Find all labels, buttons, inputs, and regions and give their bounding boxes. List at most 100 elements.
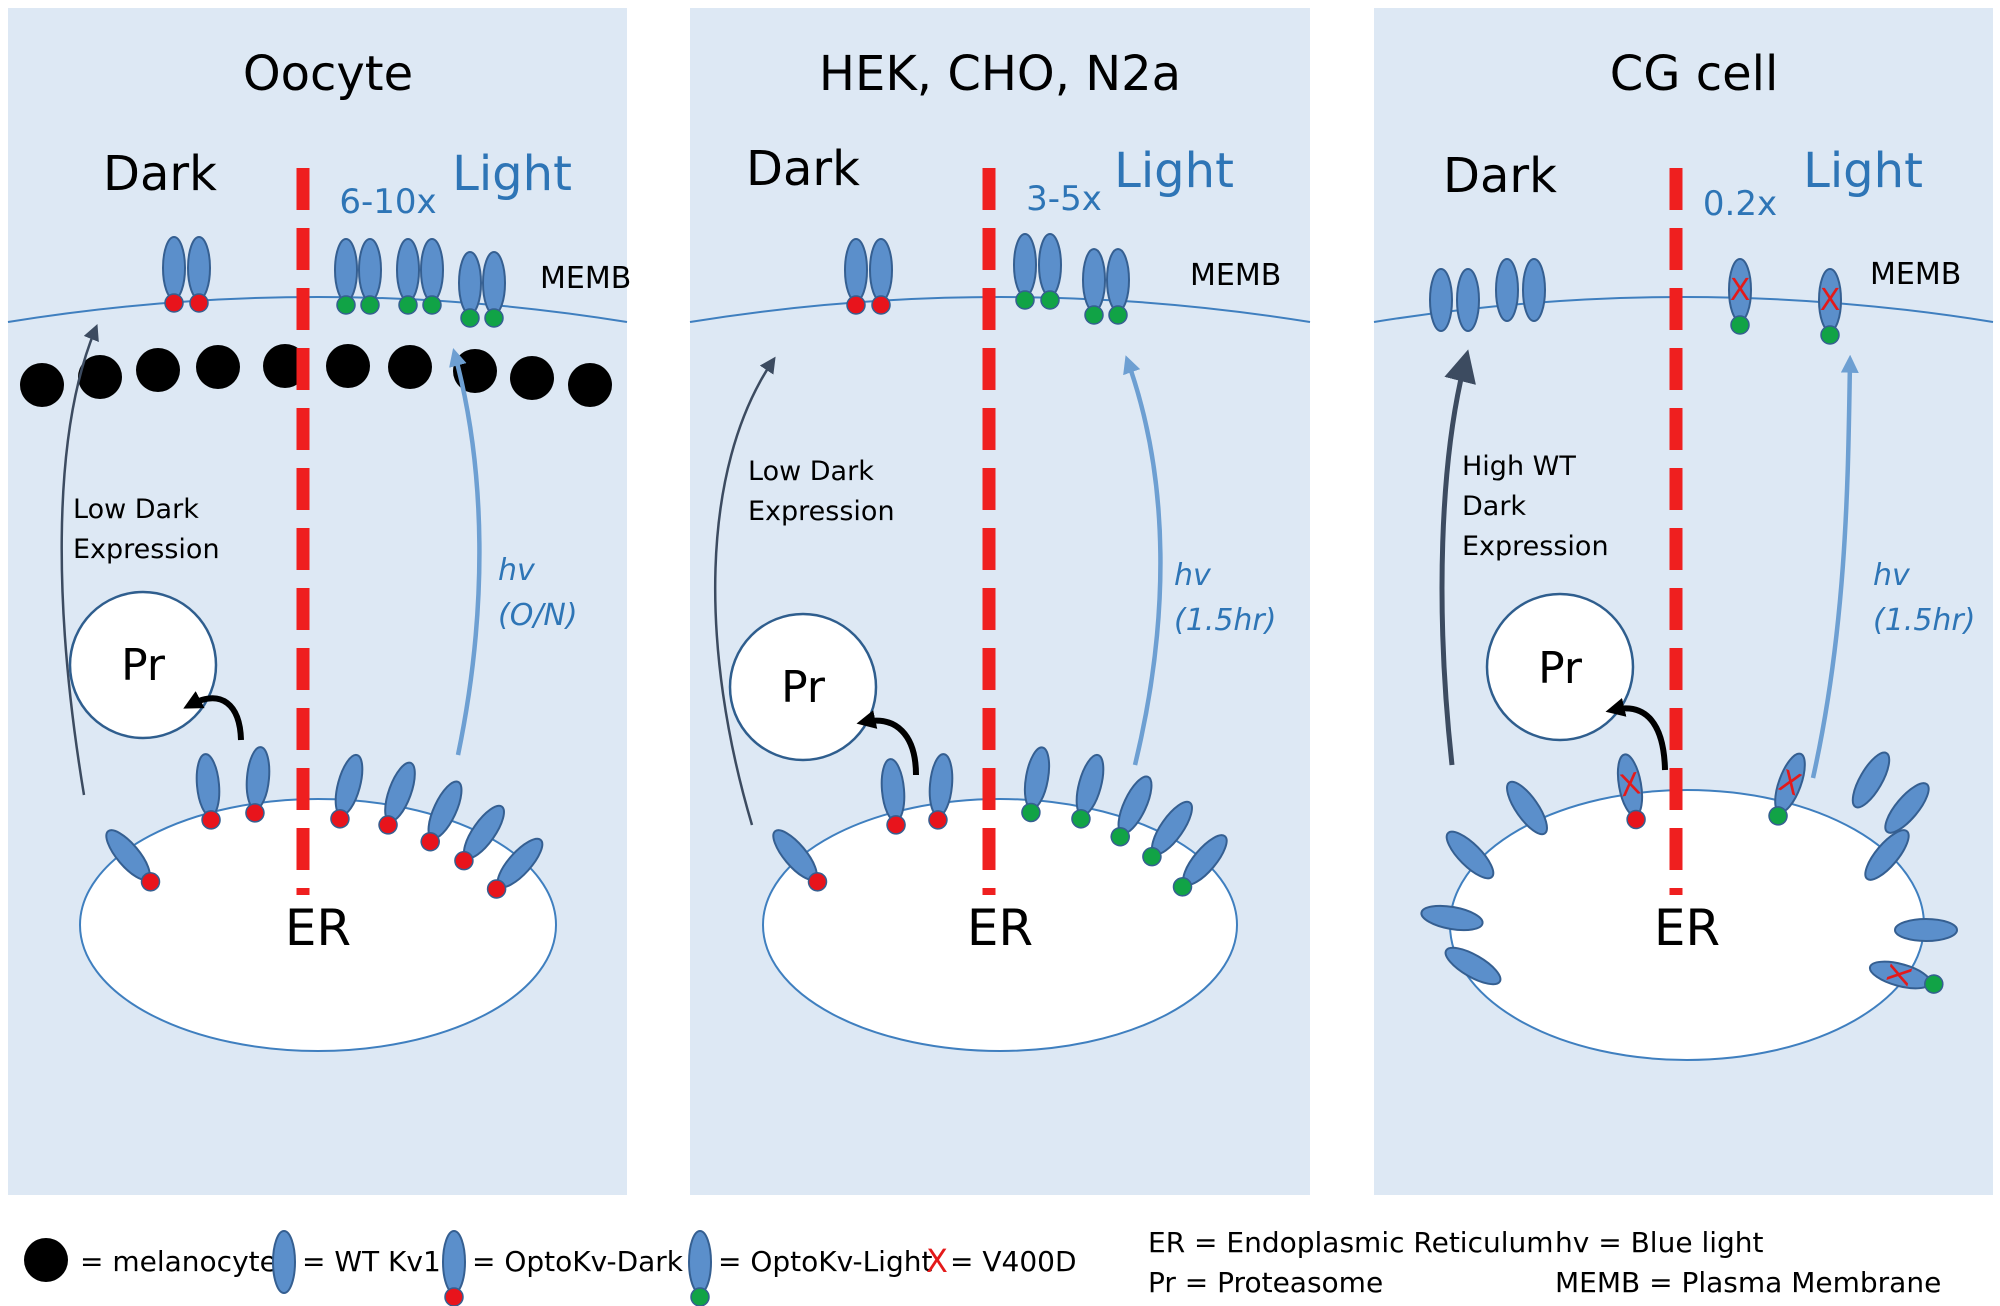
optokv-dark-channel — [869, 238, 893, 315]
optokv-light-channel — [1172, 834, 1228, 897]
channel-body — [1013, 233, 1037, 297]
light-pathway-text: (1.5hr) — [1873, 603, 1975, 638]
panel-title: CG cell — [1610, 46, 1779, 102]
state-bead — [330, 809, 350, 829]
optokv-light-channel — [1110, 775, 1153, 847]
light-pathway-text: (1.5hr) — [1174, 603, 1276, 638]
wt-kv1-channel — [1456, 268, 1480, 332]
dark-trafficking-arrow — [60, 323, 99, 796]
optokv-dark-channel — [420, 780, 463, 852]
proteasome-label: Pr — [121, 640, 166, 691]
panel-title: HEK, CHO, N2a — [819, 46, 1181, 102]
state-bead — [1108, 305, 1128, 325]
state-bead — [454, 850, 474, 871]
optokv-dark-channel — [195, 753, 221, 830]
light-pathway-text: (O/N) — [498, 598, 578, 633]
channel-body — [1884, 782, 1930, 834]
wt-kv1-channel — [1884, 782, 1930, 834]
optokv-dark-channel — [880, 758, 906, 835]
channel-body — [1106, 248, 1130, 312]
state-bead — [460, 308, 480, 328]
optokv-light-channel — [1013, 233, 1037, 310]
panel-oocyte: Oocyte Dark 6-10x Light MEMB ER Pr Low D… — [7, 8, 631, 1195]
dark-pathway-text: Low Dark — [73, 494, 199, 525]
legend-wt-kv1: = WT Kv1 — [302, 1245, 441, 1278]
membrane-label: MEMB — [1190, 258, 1281, 293]
panel-cg-cell: CG cell Dark 0.2x Light MEMB ER Pr High … — [1373, 8, 1994, 1195]
er-label: ER — [967, 899, 1033, 957]
optokv-light-channel — [1142, 800, 1193, 867]
state-bead — [1924, 974, 1944, 994]
melanocyte — [510, 356, 554, 400]
wt-kv1-channel — [1506, 780, 1548, 836]
channel-group — [772, 233, 1228, 897]
state-bead — [484, 308, 504, 328]
state-bead — [245, 803, 265, 823]
endoplasmic-reticulum — [762, 798, 1238, 1052]
state-bead — [1071, 809, 1091, 829]
legend-pr-definition: Pr = Proteasome — [1148, 1266, 1383, 1299]
state-bead — [807, 872, 828, 892]
optokv-dark-channel — [772, 829, 828, 892]
channel-body — [1082, 248, 1106, 312]
plasma-membrane — [689, 296, 1311, 323]
optokv-dark-v400d-channel: X — [1616, 753, 1646, 830]
melanocyte-symbol — [24, 1238, 68, 1282]
panel-hek-cho-n2a: HEK, CHO, N2a Dark 3-5x Light MEMB ER Pr… — [689, 8, 1311, 1195]
legend-channel-symbols — [272, 1230, 712, 1306]
optokv-light-v400d-channel: X — [1728, 258, 1752, 335]
state-bead — [486, 879, 507, 899]
dark-pathway-text: Dark — [1462, 491, 1526, 522]
melanocyte — [20, 363, 64, 407]
wt-kv1-channel — [1894, 918, 1958, 942]
channel-body — [1851, 751, 1891, 809]
dark-pathway-text: Low Dark — [748, 456, 874, 487]
channel-body — [1420, 904, 1484, 932]
dark-pathway-text: Expression — [73, 534, 220, 565]
optokv-light-channel — [358, 238, 382, 315]
state-bead — [871, 295, 891, 315]
proteasome — [1485, 592, 1635, 742]
channel-body — [1506, 780, 1548, 836]
optokv-dark-channel — [162, 236, 186, 313]
channel-body — [1495, 258, 1519, 322]
legend-er-definition: ER = Endoplasmic Reticulum — [1148, 1226, 1554, 1259]
light-pathway-text: hv — [1873, 558, 1911, 593]
state-bead — [444, 1287, 464, 1306]
state-bead — [1110, 826, 1130, 847]
dark-pathway-text: Expression — [748, 496, 895, 527]
melanocyte — [78, 355, 122, 399]
er-label: ER — [285, 899, 351, 957]
fold-change-label: 3-5x — [1026, 179, 1102, 219]
optokv-light-channel — [458, 251, 482, 328]
light-label: Light — [1803, 143, 1923, 199]
optokv-light-channel — [334, 238, 358, 315]
panel-title: Oocyte — [243, 46, 413, 102]
state-bead — [420, 831, 440, 852]
dark-label: Dark — [1443, 148, 1557, 204]
v400d-mark: X — [1730, 273, 1751, 308]
state-bead — [398, 295, 418, 315]
state-bead — [1015, 290, 1035, 310]
optokv-light-v400d-channel: X — [1868, 961, 1944, 994]
degradation-arrow — [856, 710, 919, 776]
channel-body — [358, 238, 382, 302]
state-bead — [928, 810, 948, 830]
channel-body — [420, 238, 444, 302]
light-trafficking-arrow — [1123, 355, 1163, 766]
channel-body — [442, 1230, 466, 1294]
optokv-dark-channel — [330, 753, 364, 829]
state-bead — [690, 1287, 710, 1306]
state-bead — [140, 872, 161, 892]
optokv-dark-channel — [105, 829, 161, 892]
proteasome-label: Pr — [1538, 643, 1583, 694]
wt-kv1-channel — [1445, 830, 1495, 880]
channel-body — [1444, 946, 1502, 986]
state-bead — [1040, 290, 1060, 310]
legend-v400d-symbol: X — [926, 1242, 948, 1280]
channel-body — [272, 1230, 296, 1294]
light-pathway-text: hv — [498, 553, 536, 588]
legend-optokv-light: = OptoKv-Light — [718, 1245, 932, 1278]
optokv-dark-channel — [378, 761, 416, 835]
